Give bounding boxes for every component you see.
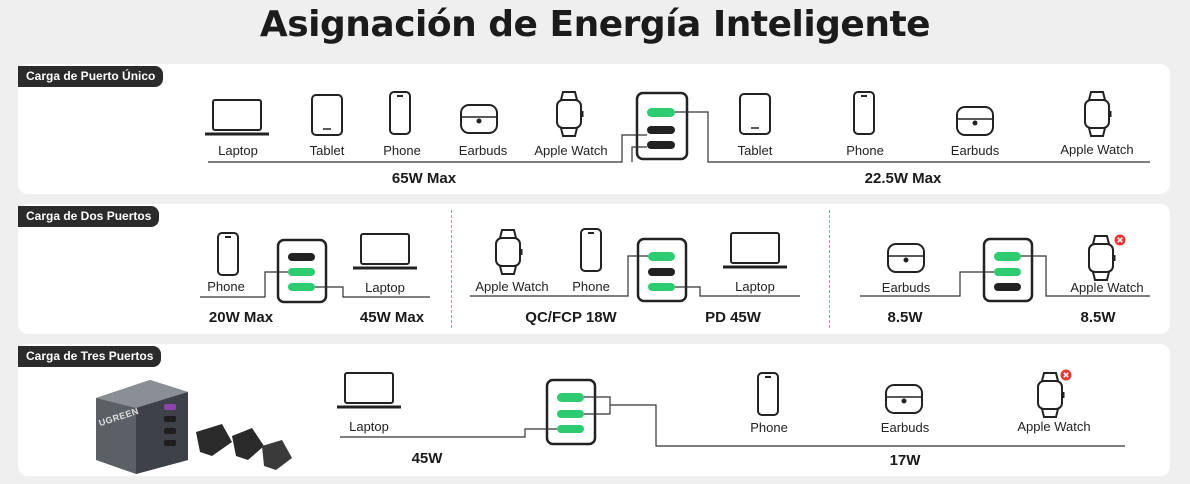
tag-triple-port: Carga de Tres Puertos — [18, 346, 162, 367]
product-charger-illustration — [96, 380, 292, 474]
power-value: 20W Max — [208, 309, 274, 326]
earbuds-icon — [887, 243, 925, 273]
charger-icon — [276, 238, 328, 304]
power-value: 65W Max — [391, 170, 457, 187]
power-value: 17W — [889, 452, 921, 469]
unsupported-badge-icon — [1113, 233, 1127, 247]
charger-icon — [635, 91, 689, 161]
charger-icon — [636, 237, 688, 303]
panel-dual-port — [18, 204, 1170, 334]
device-label: Apple Watch — [534, 143, 608, 158]
earbuds-icon — [956, 106, 994, 136]
apple-watch-icon — [1087, 234, 1116, 282]
page-title: Asignación de Energía Inteligente — [259, 4, 931, 45]
device-label: Phone — [846, 143, 884, 158]
earbuds-icon — [885, 384, 923, 414]
device-label: Laptop — [349, 419, 389, 434]
device-label: Phone — [383, 143, 421, 158]
tag-single-port: Carga de Puerto Único — [18, 66, 164, 87]
device-label: Apple Watch — [1060, 142, 1134, 157]
divider — [829, 210, 830, 328]
power-value: 22.5W Max — [864, 170, 942, 187]
power-value: 8.5W — [1080, 309, 1116, 326]
power-value: 8.5W — [887, 309, 923, 326]
tablet-icon — [311, 94, 343, 136]
apple-watch-icon — [494, 228, 523, 276]
unsupported-badge-icon — [1059, 368, 1073, 382]
laptop-icon — [351, 232, 419, 270]
phone-icon — [757, 372, 779, 416]
device-label: Apple Watch — [1070, 280, 1144, 295]
phone-icon — [580, 228, 602, 272]
device-label: Phone — [750, 420, 788, 435]
device-label: Earbuds — [950, 143, 1000, 158]
device-label: Earbuds — [881, 280, 931, 295]
earbuds-icon — [460, 104, 498, 134]
tag-dual-port: Carga de Dos Puertos — [18, 206, 160, 227]
power-value: PD 45W — [705, 309, 761, 326]
tablet-icon — [739, 93, 771, 135]
phone-icon — [217, 232, 239, 276]
laptop-icon — [335, 371, 403, 409]
device-label: Tablet — [309, 143, 345, 158]
device-label: Apple Watch — [1017, 419, 1091, 434]
divider — [451, 210, 452, 328]
power-value: 45W — [411, 450, 443, 467]
device-label: Earbuds — [458, 143, 508, 158]
panel-single-port — [18, 64, 1170, 194]
device-label: Laptop — [735, 279, 775, 294]
device-label: Laptop — [365, 280, 405, 295]
power-value: QC/FCP 18W — [525, 309, 617, 326]
charger-icon — [982, 237, 1034, 303]
apple-watch-icon — [1083, 90, 1112, 138]
phone-icon — [853, 91, 875, 135]
phone-icon — [389, 91, 411, 135]
device-label: Laptop — [218, 143, 258, 158]
device-label: Phone — [572, 279, 610, 294]
device-label: Tablet — [737, 143, 773, 158]
device-label: Phone — [207, 279, 245, 294]
laptop-icon — [721, 231, 789, 269]
charger-icon — [545, 378, 597, 446]
device-label: Earbuds — [880, 420, 930, 435]
apple-watch-icon — [555, 90, 584, 138]
power-value: 45W Max — [359, 309, 425, 326]
device-label: Apple Watch — [475, 279, 549, 294]
apple-watch-icon — [1036, 371, 1065, 419]
laptop-icon — [203, 98, 271, 136]
